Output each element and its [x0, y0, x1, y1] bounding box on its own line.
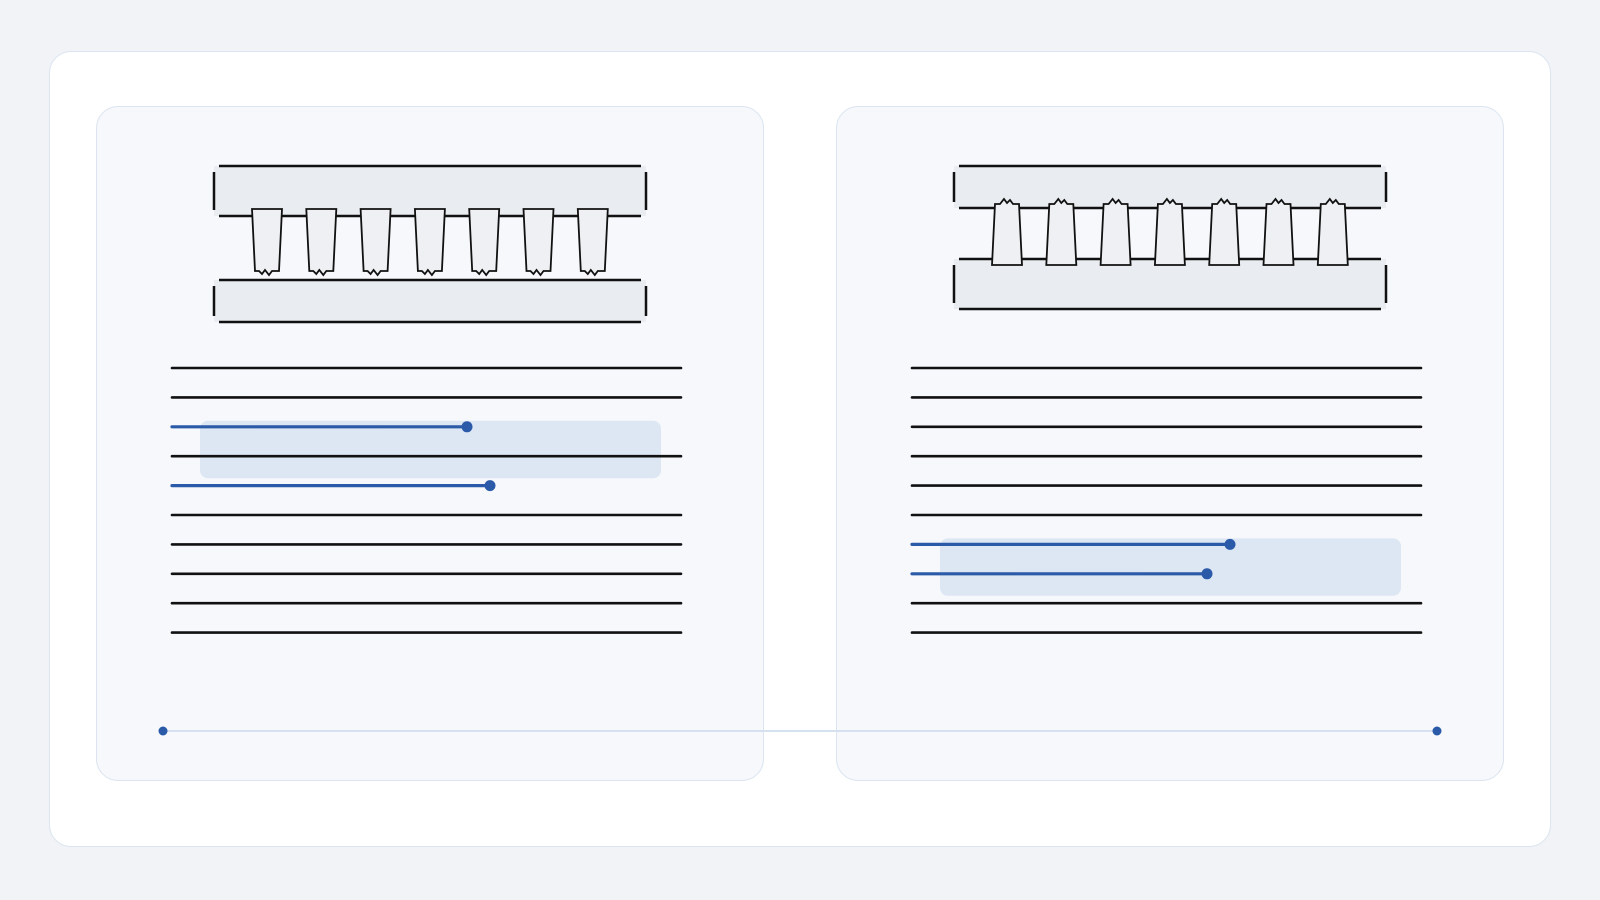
- left-tooth-3: [359, 208, 392, 277]
- right-tooth-3: [1099, 197, 1132, 266]
- left-line-5-marker: [484, 480, 496, 492]
- left-highlight-band: [200, 420, 661, 479]
- left-tooth-6: [522, 208, 555, 277]
- right-tooth-2: [1045, 197, 1078, 266]
- left-tooth-2: [305, 208, 338, 277]
- left-tooth-4: [413, 208, 446, 277]
- left-line-3-marker: [461, 421, 473, 433]
- right-line-7-marker: [1224, 538, 1236, 550]
- right-line-8-marker: [1201, 568, 1213, 580]
- right-block-top-fill: [954, 166, 1386, 208]
- left-tooth-5: [468, 208, 501, 277]
- right-tooth-1: [991, 197, 1023, 266]
- right-block-bottom-fill: [954, 259, 1386, 309]
- connector-endpoint-left: [158, 726, 168, 736]
- right-tooth-4: [1153, 197, 1186, 266]
- connector-endpoint-right: [1432, 726, 1442, 736]
- left-block-top-fill: [214, 166, 646, 216]
- left-tooth-1: [251, 208, 283, 277]
- right-highlight-band: [940, 538, 1401, 596]
- right-tooth-5: [1208, 197, 1241, 266]
- right-tooth-6: [1262, 197, 1295, 266]
- right-tooth-7: [1316, 197, 1349, 266]
- left-tooth-7: [576, 208, 609, 277]
- left-block-bottom-fill: [214, 280, 646, 322]
